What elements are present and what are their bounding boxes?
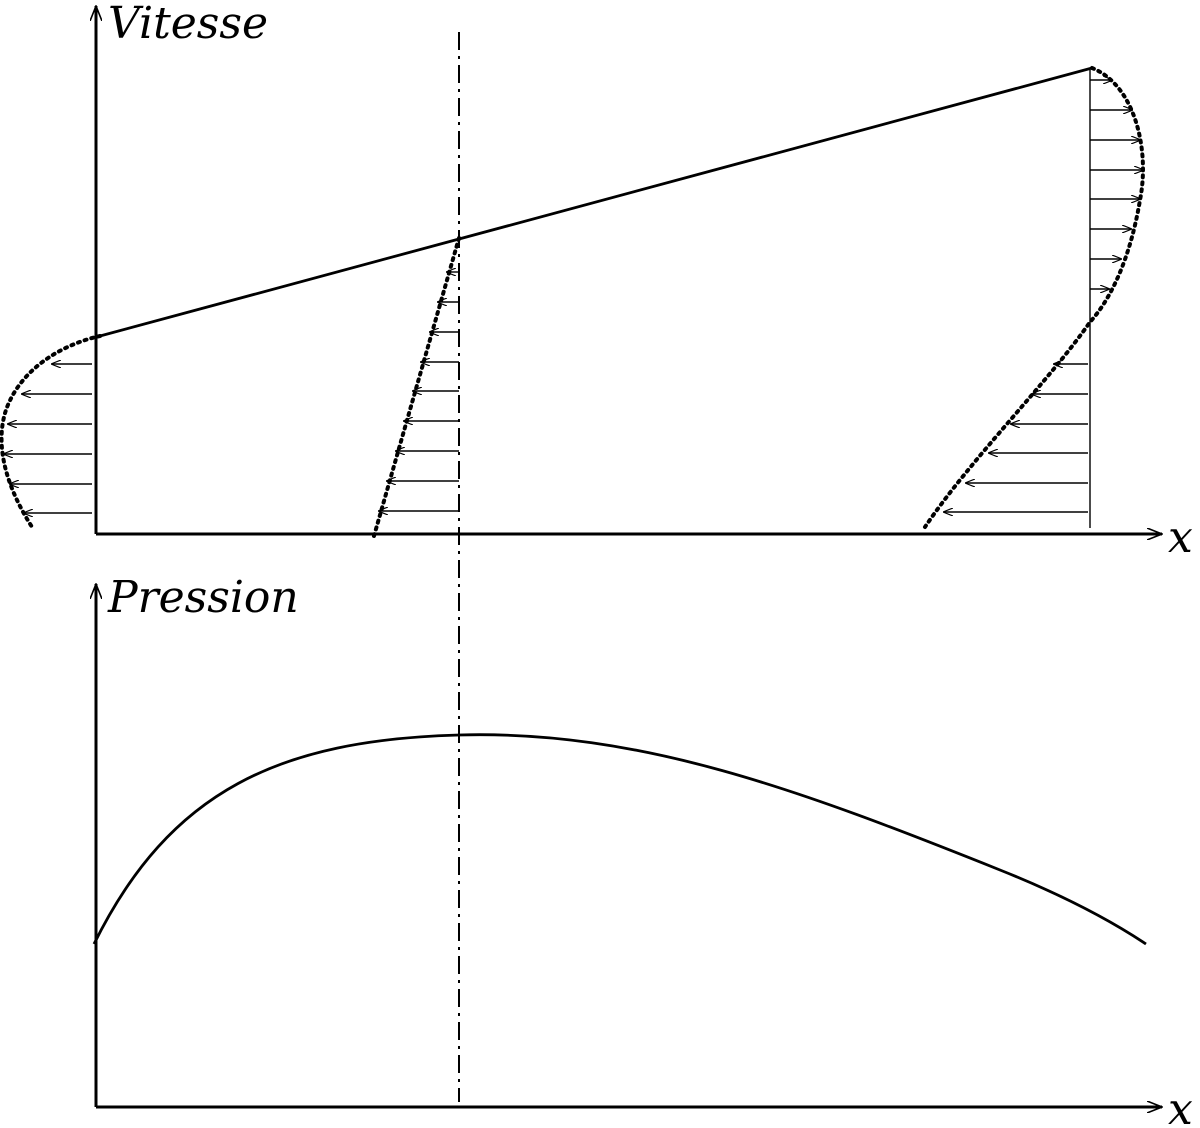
inlet-velocity-profile xyxy=(0,334,102,529)
outlet-velocity-profile xyxy=(923,66,1145,529)
outlet-forward-arrows xyxy=(1090,80,1143,289)
outlet-profile-envelope xyxy=(923,66,1145,529)
pressure-panel: Pression x xyxy=(94,572,1193,1128)
velocity-panel: Vitesse x xyxy=(0,0,1193,563)
middle-profile-arrows xyxy=(379,272,459,511)
inlet-profile-arrows xyxy=(4,364,92,513)
inclined-pad-surface xyxy=(99,66,1093,338)
velocity-x-axis-label: x xyxy=(1168,512,1193,563)
pressure-x-axis-label: x xyxy=(1168,1084,1193,1128)
velocity-axis-label: Vitesse xyxy=(108,0,268,49)
outlet-backward-arrows xyxy=(944,364,1088,512)
pressure-axis-label: Pression xyxy=(107,572,299,623)
max-pressure-velocity-profile xyxy=(372,236,461,538)
middle-profile-envelope xyxy=(372,236,461,538)
pressure-curve xyxy=(92,733,1147,946)
